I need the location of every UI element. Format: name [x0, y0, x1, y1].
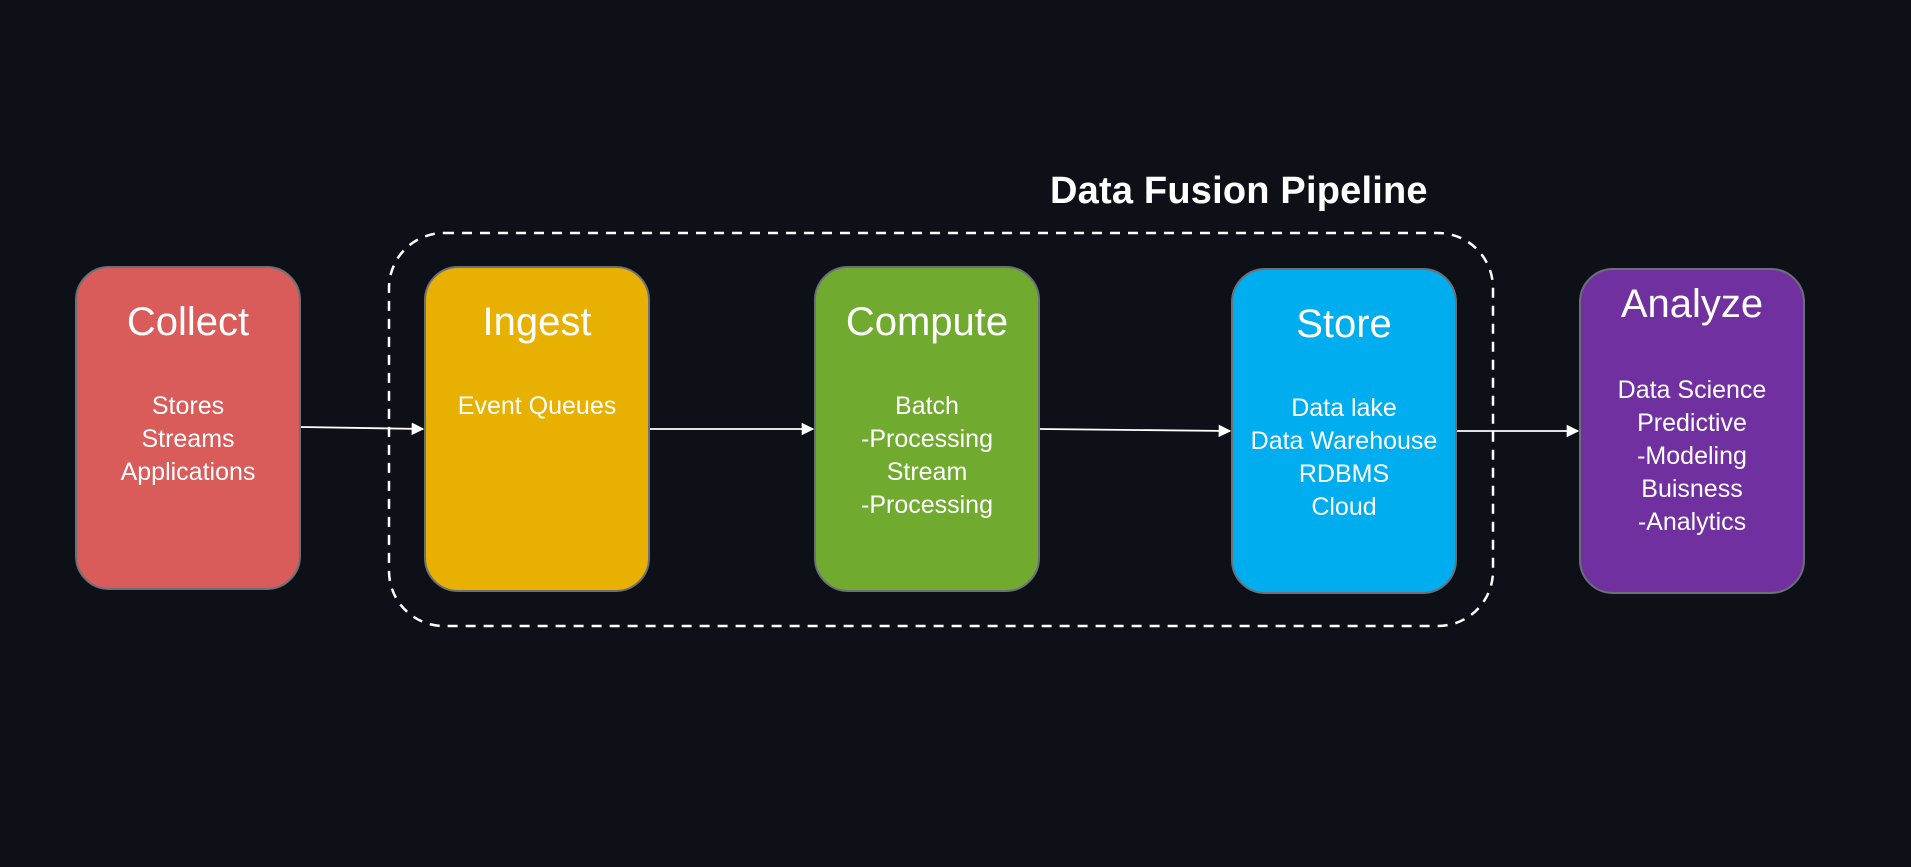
pipeline-group-title: Data Fusion Pipeline [1050, 170, 1428, 212]
stage-items: Data Science Predictive -Modeling Buisne… [1581, 374, 1803, 539]
stage-item: Streams [141, 425, 235, 453]
arrow-compute-to-store [1039, 424, 1232, 438]
stage-title: Analyze [1620, 282, 1764, 326]
stage-title: Ingest [482, 300, 592, 344]
stage-item: Event Queues [457, 392, 617, 420]
stage-item: Data Science [1617, 376, 1767, 404]
pipeline-group-boundary [387, 231, 1495, 628]
arrow-collect-to-ingest [300, 422, 425, 436]
stage-item: -Analytics [1637, 508, 1747, 536]
stage-items: Batch -Processing Stream -Processing [816, 390, 1038, 522]
stage-item: Cloud [1311, 493, 1377, 521]
stage-item: Predictive [1637, 409, 1747, 437]
stage-title: Compute [845, 300, 1009, 344]
stage-item: -Modeling [1637, 442, 1747, 470]
stage-collect: Collect Stores Streams Applications [75, 266, 301, 590]
stage-analyze: Analyze Data Science Predictive -Modelin… [1579, 268, 1805, 594]
stage-items: Stores Streams Applications [77, 390, 299, 489]
stage-item: RDBMS [1298, 460, 1390, 488]
stage-item: Stream [886, 458, 968, 486]
stage-item: -Processing [861, 425, 993, 453]
stage-item: Applications [120, 458, 256, 486]
stage-title: Collect [126, 300, 250, 344]
stage-item: Data lake [1291, 394, 1397, 422]
stage-item: Data Warehouse [1250, 427, 1438, 455]
stage-item: Stores [151, 392, 225, 420]
stage-item: Batch [895, 392, 959, 420]
stage-title: Store [1296, 302, 1392, 346]
stage-compute: Compute Batch -Processing Stream -Proces… [814, 266, 1040, 592]
stage-ingest: Ingest Event Queues [424, 266, 650, 592]
stage-items: Data lake Data Warehouse RDBMS Cloud [1233, 392, 1455, 524]
stage-store: Store Data lake Data Warehouse RDBMS Clo… [1231, 268, 1457, 594]
stage-items: Event Queues [426, 390, 648, 423]
stage-item: -Processing [861, 491, 993, 519]
stage-item: Buisness [1641, 475, 1743, 503]
